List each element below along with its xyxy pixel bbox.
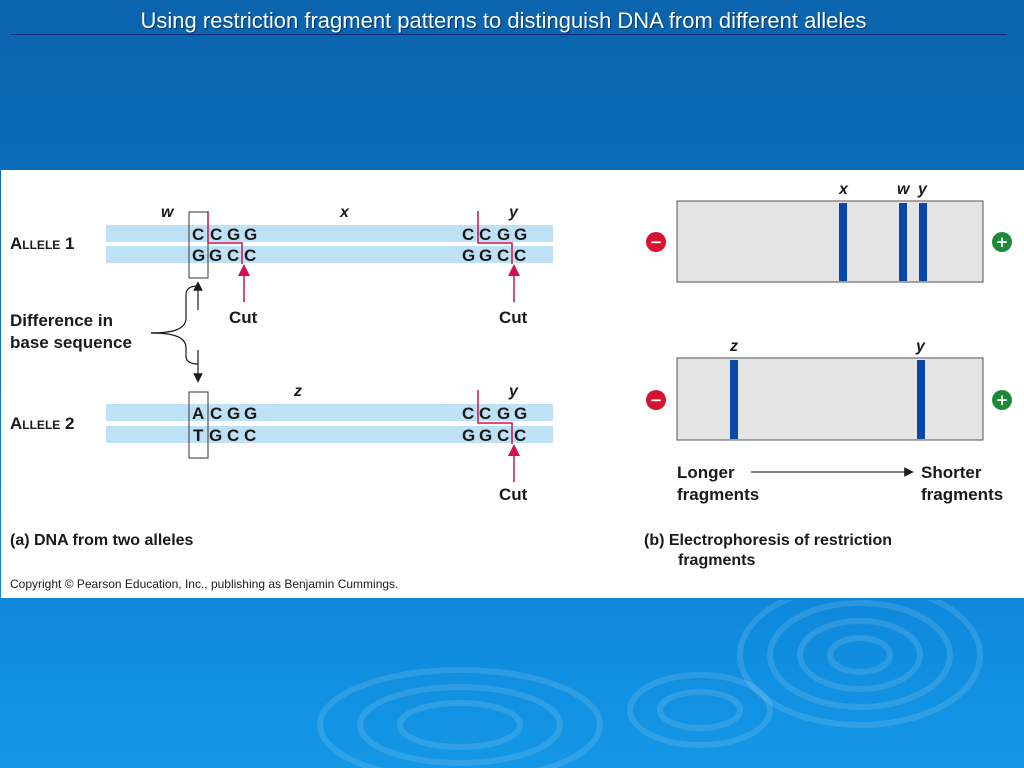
gel1-band-w <box>899 203 907 281</box>
allele1-site2-sequence: C C G G G G C C <box>462 225 527 265</box>
negative-sign: − <box>650 233 663 251</box>
base: C <box>244 246 256 265</box>
site-y-label-allele2: y <box>508 383 519 400</box>
base: C <box>479 404 491 423</box>
base: C <box>514 246 526 265</box>
positive-sign: + <box>996 233 1009 251</box>
caption-b-line2: fragments <box>678 552 755 569</box>
difference-label-line2: base sequence <box>10 333 132 352</box>
site-z-label: z <box>293 383 302 400</box>
base: G <box>244 404 257 423</box>
allele2-site2-sequence: C C G G G G C C <box>462 404 527 445</box>
allele2-bottom-strand <box>106 426 553 443</box>
positive-electrode-icon <box>992 390 1012 410</box>
caption-a: (a) DNA from two alleles <box>10 532 194 549</box>
gel1-band-x <box>839 203 847 281</box>
base: C <box>514 426 526 445</box>
cut-label-2: Cut <box>499 308 528 327</box>
base: G <box>227 225 240 244</box>
base: G <box>209 246 222 265</box>
gel1-band-y-label: y <box>917 181 928 198</box>
base: A <box>192 404 204 423</box>
caption-b-line1: (b) Electrophoresis of restriction <box>644 532 892 549</box>
base: C <box>462 404 474 423</box>
figure-panel: Allele 1 Allele 2 w x y z y C C G G G G … <box>1 170 1024 598</box>
base: C <box>210 404 222 423</box>
base: G <box>227 404 240 423</box>
base: C <box>244 426 256 445</box>
negative-electrode-icon <box>646 390 666 410</box>
difference-bracket-lower <box>150 332 199 365</box>
gel2-band-z-label: z <box>729 338 738 355</box>
cut-label-1: Cut <box>229 308 258 327</box>
gel2-band-z <box>730 360 738 439</box>
base: C <box>479 225 491 244</box>
positive-electrode-icon <box>992 232 1012 252</box>
negative-electrode-icon <box>646 232 666 252</box>
longer-label-line1: Longer <box>677 463 735 482</box>
allele2-site1-sequence: A C G G T G C C <box>192 404 257 445</box>
base: G <box>479 246 492 265</box>
negative-sign: − <box>650 391 663 409</box>
ripple-decoration <box>317 600 983 768</box>
base: G <box>192 246 205 265</box>
title-underline <box>10 34 1007 35</box>
difference-label-line1: Difference in <box>10 311 113 330</box>
base: G <box>514 225 527 244</box>
gel2-band-y <box>917 360 925 439</box>
base: G <box>462 426 475 445</box>
base: C <box>210 225 222 244</box>
cut-line-allele1-site2 <box>477 211 513 264</box>
base: G <box>209 426 222 445</box>
cut-line-allele1-site1 <box>207 211 243 264</box>
base: G <box>462 246 475 265</box>
base: G <box>497 404 510 423</box>
difference-box-allele1 <box>188 211 209 279</box>
gel1-band-x-label: x <box>838 181 849 198</box>
longer-label-line2: fragments <box>677 485 759 504</box>
shorter-label-line1: Shorter <box>921 463 982 482</box>
cut-label-3: Cut <box>499 485 528 504</box>
site-y-label-allele1: y <box>508 204 519 221</box>
base: T <box>193 426 204 445</box>
base: G <box>514 404 527 423</box>
copyright-notice: Copyright © Pearson Education, Inc., pub… <box>10 577 398 591</box>
cut-line-allele2-site2 <box>477 390 513 444</box>
site-x-label: x <box>339 204 350 221</box>
positive-sign: + <box>996 391 1009 409</box>
allele1-label: Allele 1 <box>10 234 74 253</box>
base: G <box>244 225 257 244</box>
difference-bracket <box>150 285 199 334</box>
base: C <box>227 246 239 265</box>
gel-allele1 <box>676 200 984 283</box>
allele1-bottom-strand <box>106 246 553 263</box>
gel1-band-w-label: w <box>897 181 911 198</box>
figure-svg: Allele 1 Allele 2 w x y z y C C G G G G … <box>10 181 1012 591</box>
slide-title: Using restriction fragment patterns to d… <box>140 8 867 33</box>
allele1-top-strand <box>106 225 553 242</box>
base: G <box>497 225 510 244</box>
difference-box-allele2 <box>188 391 209 459</box>
gel2-band-y-label: y <box>915 338 926 355</box>
gel1-band-y <box>919 203 927 281</box>
base: C <box>462 225 474 244</box>
allele1-site1-sequence: C C G G G G C C <box>192 225 257 265</box>
base: C <box>192 225 204 244</box>
base: C <box>227 426 239 445</box>
allele2-top-strand <box>106 404 553 421</box>
shorter-label-line2: fragments <box>921 485 1003 504</box>
gel-allele2 <box>676 357 984 441</box>
base: G <box>479 426 492 445</box>
base: C <box>497 246 509 265</box>
allele2-label: Allele 2 <box>10 414 74 433</box>
base: C <box>497 426 509 445</box>
site-w-label: w <box>161 204 175 221</box>
